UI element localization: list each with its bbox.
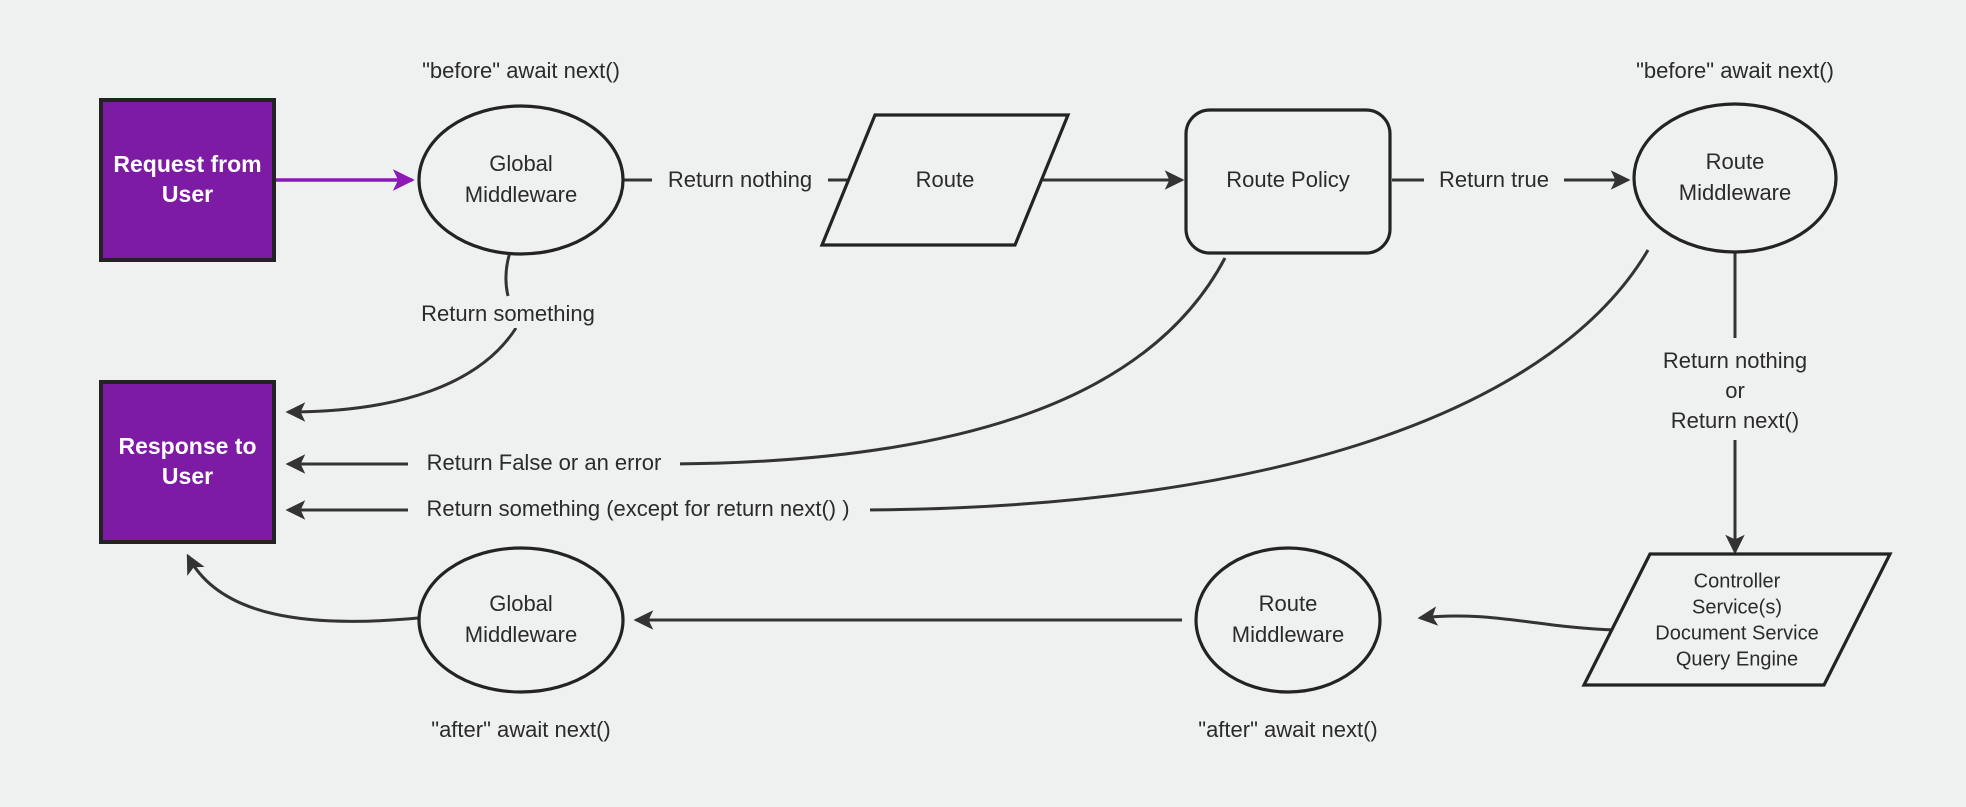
edge-label-return-something-except-next: Return something (except for return next… [426,496,849,521]
route-shape [819,113,1071,247]
edge-global-middleware-to-response [285,327,518,422]
global-middleware-before-label-line2: Middleware [465,182,578,207]
return-false-label-bg [408,450,680,478]
response-to-user-label-line2: User [162,463,213,489]
annotation-before-await-next-global: "before" await next() [422,58,620,83]
global-middleware-after-label-line1: Global [489,591,553,616]
annotation-before-await-next-route-middleware: "before" await next() [1636,58,1834,83]
edge-global-middleware-after-to-response [186,553,419,623]
edge-global-middleware-return-something-stub [504,251,512,297]
node-route-middleware-before[interactable]: Route Middleware [1632,102,1838,254]
node-global-middleware-after[interactable]: Global Middleware [417,546,625,694]
node-route[interactable]: Route [819,113,1071,247]
edge-label-return-true: Return true [1439,167,1549,192]
controller-label-line3: Document Service [1655,622,1818,644]
controller-label-line2: Service(s) [1692,596,1782,618]
return-true-label-bg [1424,166,1564,194]
global-middleware-after-label-line2: Middleware [465,622,578,647]
controller-services-shape [1581,552,1893,687]
return-nothing-label-bg [652,166,828,194]
route-middleware-before-label-line1: Route [1706,149,1765,174]
annotation-after-await-next-route-middleware: "after" await next() [1198,717,1377,742]
global-middleware-after-shape [417,546,625,694]
route-middleware-after-label-line1: Route [1259,591,1318,616]
edge-label-return-false-or-error: Return False or an error [427,450,662,475]
request-from-user-label-line1: Request from [113,151,261,177]
edge-label-return-nothing-or-next-line1: Return nothing [1663,348,1807,373]
controller-label-line1: Controller [1694,570,1781,592]
global-middleware-before-label-line1: Global [489,151,553,176]
edge-route-middleware-to-response-curve [861,249,1650,512]
response-to-user-shape [99,380,276,544]
edge-label-return-nothing-or-next-line3: Return next() [1671,408,1799,433]
node-request-from-user[interactable]: Request from User [99,98,276,262]
controller-label-line4: Query Engine [1676,648,1798,670]
return-something-except-label-bg [408,496,870,524]
route-policy-label: Route Policy [1226,167,1350,192]
node-route-policy[interactable]: Route Policy [1184,108,1392,255]
route-middleware-before-label-line2: Middleware [1679,180,1792,205]
route-middleware-after-label-line2: Middleware [1232,622,1345,647]
route-middleware-after-shape [1194,546,1382,694]
request-from-user-label-line2: User [162,181,213,207]
node-global-middleware-before[interactable]: Global Middleware [417,104,625,256]
node-response-to-user[interactable]: Response to User [99,380,276,544]
return-something-label-bg [410,300,606,328]
return-nothing-or-next-label-bg [1640,345,1832,437]
annotation-after-await-next-global: "after" await next() [431,717,610,742]
route-label: Route [916,167,975,192]
edge-label-return-something: Return something [421,301,595,326]
edge-route-policy-to-response-curve [671,257,1227,466]
route-policy-shape [1184,108,1392,255]
edge-controller-to-route-middleware-after [1417,606,1617,632]
edge-label-return-nothing-or-next-line2: or [1725,378,1745,403]
edge-label-return-nothing: Return nothing [668,167,812,192]
request-from-user-shape [99,98,276,262]
route-middleware-before-shape [1632,102,1838,254]
global-middleware-before-shape [417,104,625,256]
node-route-middleware-after[interactable]: Route Middleware [1194,546,1382,694]
node-controller-services[interactable]: Controller Service(s) Document Service Q… [1581,552,1893,687]
response-to-user-label-line1: Response to [118,433,256,459]
